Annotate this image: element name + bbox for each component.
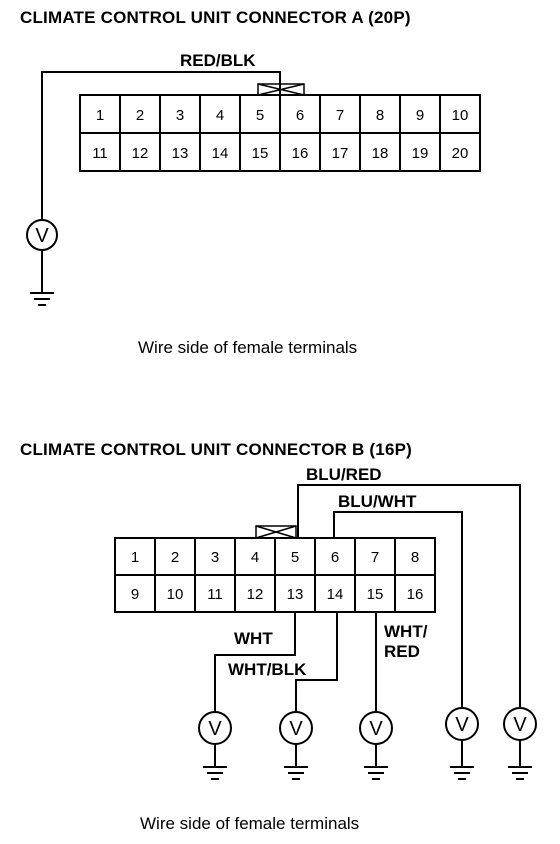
connector-b-lock-tab — [255, 525, 297, 539]
voltmeter-b2-symbol: V — [289, 718, 303, 740]
pin-5: 5 — [291, 549, 299, 566]
wire-label-red-blk: RED/BLK — [180, 51, 256, 70]
voltmeter-b5-symbol: V — [513, 714, 527, 736]
connector-b-body — [114, 537, 436, 613]
voltmeter-a-icon — [26, 219, 58, 306]
pin-4: 4 — [216, 107, 224, 124]
connector-a-pins-row2: 11 12 13 14 15 16 17 18 19 20 — [92, 145, 468, 162]
wire-blu-wht — [333, 511, 463, 708]
pin-12: 12 — [247, 586, 264, 603]
pin-1: 1 — [131, 549, 139, 566]
wire-label-blu-red: BLU/RED — [306, 465, 382, 484]
pin-19: 19 — [412, 145, 429, 162]
wire-label-wht: WHT — [234, 629, 273, 648]
voltmeter-b3-symbol: V — [369, 718, 383, 740]
pin-4: 4 — [251, 549, 259, 566]
voltmeter-b5-icon — [503, 707, 537, 780]
pin-15: 15 — [252, 145, 269, 162]
connector-b-pins-row2: 9 10 11 12 13 14 15 16 — [131, 586, 424, 603]
connector-a-title: CLIMATE CONTROL UNIT CONNECTOR A (20P) — [20, 8, 411, 27]
pin-2: 2 — [136, 107, 144, 124]
connector-a-body — [79, 94, 481, 172]
pin-3: 3 — [176, 107, 184, 124]
pin-17: 17 — [332, 145, 349, 162]
connector-a-pins-row1: 1 2 3 4 5 6 7 8 9 10 — [96, 107, 469, 124]
connector-a-caption: Wire side of female terminals — [138, 338, 358, 357]
pin-14: 14 — [327, 586, 344, 603]
pin-10: 10 — [167, 586, 184, 603]
pin-11: 11 — [92, 145, 108, 162]
voltmeter-b4-icon — [445, 707, 479, 780]
pin-6: 6 — [296, 107, 304, 124]
wire-wht — [214, 612, 296, 712]
connector-b-title: CLIMATE CONTROL UNIT CONNECTOR B (16P) — [20, 440, 412, 459]
voltmeter-b3-icon — [359, 711, 393, 780]
pin-8: 8 — [411, 549, 419, 566]
pin-6: 6 — [331, 549, 339, 566]
voltmeter-b4-symbol: V — [455, 714, 469, 736]
wire-label-wht-red-line2: RED — [384, 642, 420, 661]
pin-8: 8 — [376, 107, 384, 124]
pin-1: 1 — [96, 107, 104, 124]
wire-wht-blk — [295, 612, 338, 712]
voltmeter-b1-icon — [198, 711, 232, 780]
connector-a-wire-red-blk — [41, 71, 281, 220]
wire-blu-red — [297, 484, 521, 708]
wire-label-wht-red-line1: WHT/ — [384, 622, 428, 641]
pin-11: 11 — [207, 586, 223, 603]
pin-13: 13 — [172, 145, 189, 162]
pin-12: 12 — [132, 145, 149, 162]
pin-5: 5 — [256, 107, 264, 124]
pin-10: 10 — [452, 107, 469, 124]
pin-3: 3 — [211, 549, 219, 566]
pin-20: 20 — [452, 145, 469, 162]
pin-14: 14 — [212, 145, 229, 162]
pin-18: 18 — [372, 145, 389, 162]
wire-label-blu-wht: BLU/WHT — [338, 492, 417, 511]
voltmeter-b2-icon — [279, 711, 313, 780]
pin-15: 15 — [367, 586, 384, 603]
voltmeter-b1-symbol: V — [208, 718, 222, 740]
connector-b-pins-row1: 1 2 3 4 5 6 7 8 — [131, 549, 419, 566]
voltmeter-a-symbol: V — [35, 225, 49, 247]
pin-13: 13 — [287, 586, 304, 603]
wire-label-wht-blk: WHT/BLK — [228, 660, 307, 679]
pin-16: 16 — [292, 145, 309, 162]
pin-16: 16 — [407, 586, 424, 603]
pin-2: 2 — [171, 549, 179, 566]
connector-b-caption: Wire side of female terminals — [140, 814, 360, 833]
pin-9: 9 — [416, 107, 424, 124]
pin-9: 9 — [131, 586, 139, 603]
pin-7: 7 — [371, 549, 379, 566]
pin-7: 7 — [336, 107, 344, 124]
